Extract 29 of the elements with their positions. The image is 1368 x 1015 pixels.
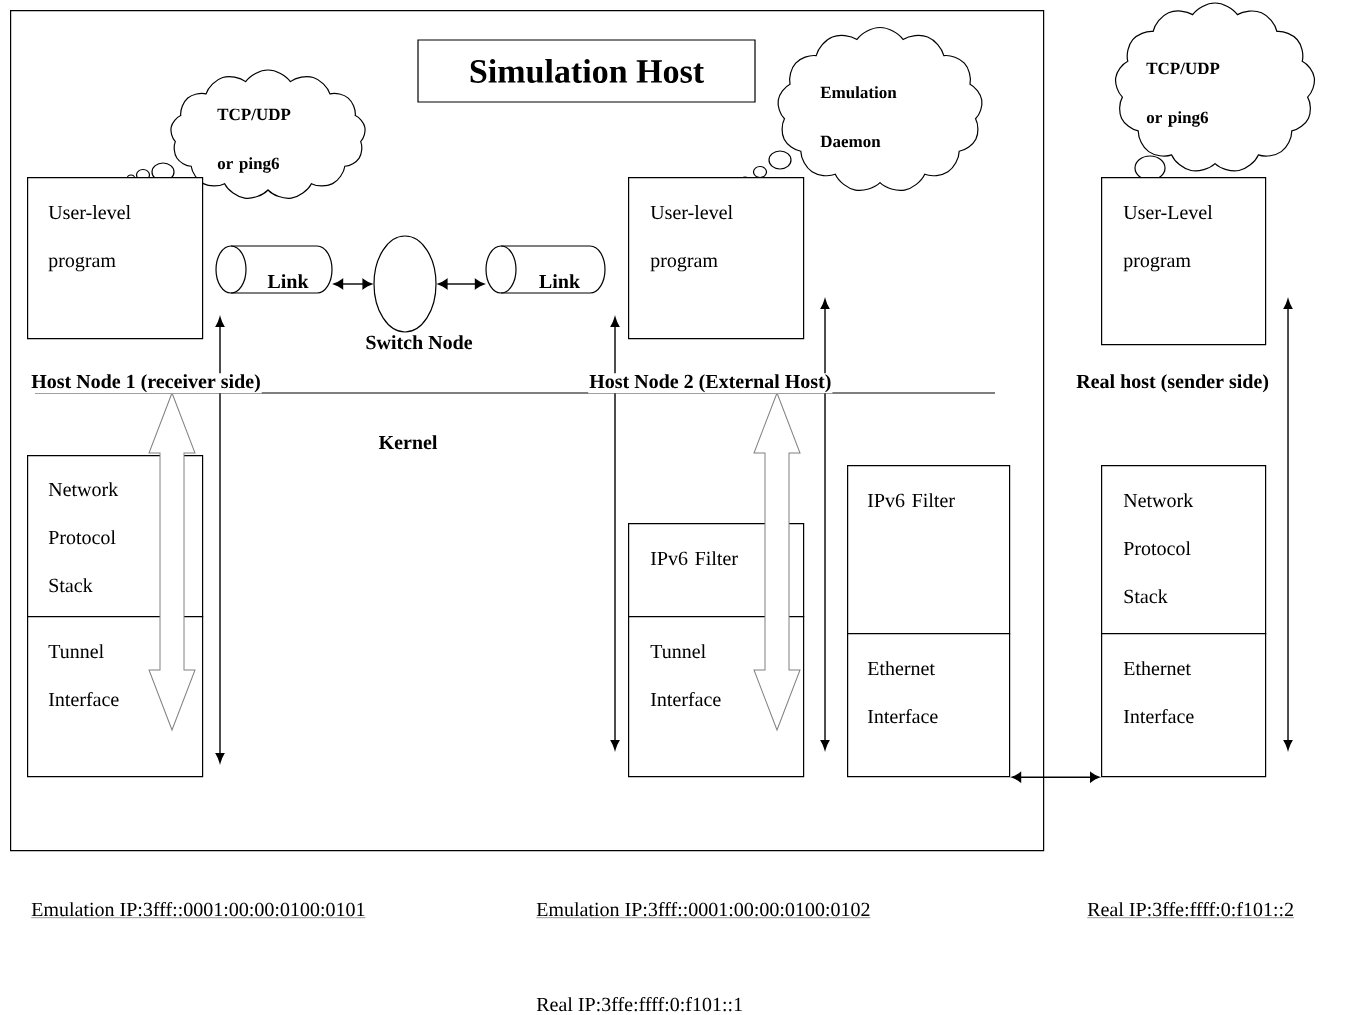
component-box: User-level program [27,177,204,340]
component-box: Ethernet Interface [1101,633,1267,778]
address-label: Emulation IP:3fff::0001:00:00:0100:0102 [535,900,872,920]
title-box: Simulation Host [417,39,756,103]
arrow [437,278,485,290]
link-cylinder: Link [215,245,333,294]
node-label: Link [539,274,581,289]
section-label: Real host (sender side) [1075,373,1270,394]
component-box: User-level program [628,177,805,340]
address-label: Emulation IP:3fff::0001:00:00:0100:0101 [30,900,367,920]
address-label: Real IP:3ffe:ffff:0:f101::1 [535,995,745,1013]
address-label: Real IP:3ffe:ffff:0:f101::2 [1086,900,1296,920]
section-label: Kernel [377,434,439,451]
component-box: Tunnel Interface [27,616,204,778]
component-box: Ethernet Interface [847,633,1011,778]
section-label: Host Node 2 (External Host) [588,373,833,394]
host-frame [10,10,1045,852]
component-box: IPv6 Filter [847,465,1011,635]
node-label: Link [267,274,309,289]
section-label: Host Node 1 (receiver side) [30,373,262,394]
link-cylinder: Link [485,245,606,294]
thought-cloud: TCP/UDP or ping6 [126,69,366,199]
component-box: Tunnel Interface [628,616,805,778]
arrow [333,278,373,290]
arrow [1011,772,1100,783]
thought-cloud: Emulation Daemon [740,26,983,192]
component-box: User-Level program [1101,177,1267,346]
component-box: Network Protocol Stack [1101,465,1267,635]
node-label: Switch Node [366,335,473,350]
